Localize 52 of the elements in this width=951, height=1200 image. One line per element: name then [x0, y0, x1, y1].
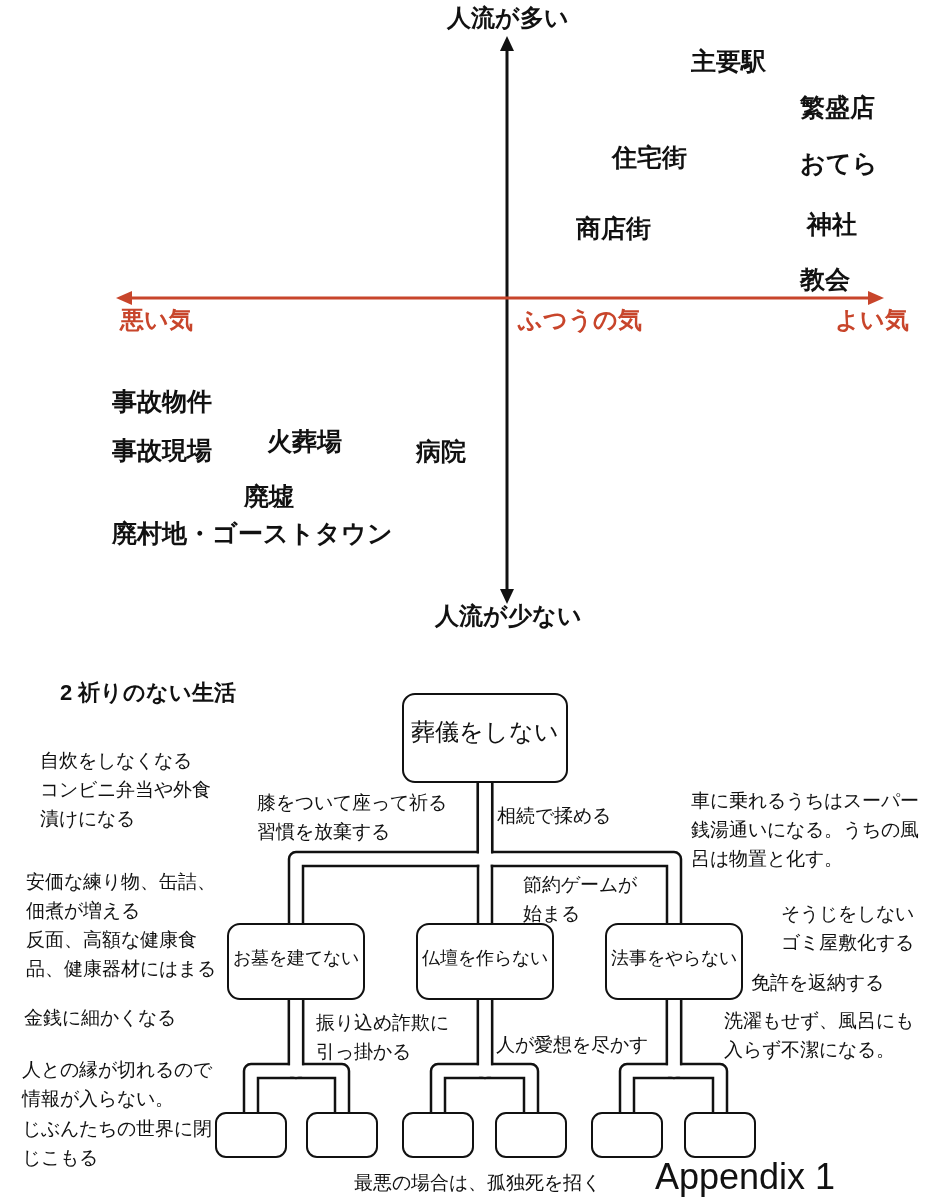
- empty-box: [306, 1112, 378, 1158]
- place-label: 神社: [807, 210, 857, 240]
- pipe-connector: [287, 1000, 351, 1112]
- axis-label: よい気: [835, 305, 909, 335]
- annotation-text: 振り込め詐欺に引っ掛かる: [316, 1011, 450, 1064]
- annotation-text: 自炊をしなくなる: [40, 749, 192, 773]
- annotation-text: 節約ゲームが始まる: [523, 873, 638, 926]
- empty-box: [402, 1112, 474, 1158]
- place-label: 事故物件: [112, 387, 212, 417]
- annotation-text: 洗濯もせず、風呂にも入らず不潔になる。: [724, 1009, 915, 1062]
- axis-label: 悪い気: [120, 305, 193, 335]
- annotation-text: 反面、高額な健康食品、健康器材にはまる: [26, 928, 217, 981]
- rounded-box: お墓を建てない: [227, 923, 365, 1000]
- rounded-box: 法事をやらない: [605, 923, 743, 1000]
- annotation-text: 車に乗れるうちはスーパー銭湯通いになる。うちの風呂は物置と化す。: [691, 789, 920, 871]
- annotation-text: 金銭に細かくなる: [24, 1006, 176, 1030]
- annotation-text: じぶんたちの世界に閉じこもる: [22, 1117, 213, 1170]
- annotation-text: 人との縁が切れるので情報が入らない。: [22, 1058, 213, 1111]
- annotation-text: 人が愛想を尽かす: [496, 1033, 648, 1057]
- empty-box: [684, 1112, 756, 1158]
- place-label: 主要駅: [691, 47, 766, 77]
- place-label: 火葬場: [267, 427, 342, 457]
- place-label: 廃村地・ゴーストタウン: [112, 519, 393, 549]
- section-heading: 2 祈りのない生活: [60, 679, 237, 707]
- empty-box: [495, 1112, 567, 1158]
- annotation-text: 相続で揉める: [497, 804, 611, 828]
- place-label: 教会: [800, 265, 850, 295]
- annotation-text: コンビニ弁当や外食漬けになる: [40, 778, 212, 831]
- annotation-text: そうじをしない: [781, 902, 914, 926]
- place-label: おてら: [800, 149, 878, 179]
- place-label: 事故現場: [112, 436, 212, 466]
- annotation-text: ゴミ屋敷化する: [781, 931, 914, 955]
- pipe-connector: [476, 783, 683, 923]
- axis-label: ふつうの気: [518, 305, 642, 335]
- rounded-box: 葬儀をしない: [402, 693, 568, 783]
- empty-box: [215, 1112, 287, 1158]
- rounded-box: 仏壇を作らない: [416, 923, 554, 1000]
- axis-label: 人流が少ない: [435, 601, 582, 631]
- place-label: 商店街: [576, 214, 651, 244]
- annotation-text: 最悪の場合は、孤独死を招く: [354, 1171, 601, 1195]
- annotation-text: 膝をついて座って祈る習慣を放棄する: [257, 791, 448, 844]
- annotation-text: 安価な練り物、缶詰、佃煮が増える: [26, 870, 217, 923]
- axis-label: 人流が多い: [447, 3, 569, 33]
- appendix-label: Appendix 1: [655, 1157, 836, 1197]
- place-label: 住宅街: [612, 143, 687, 173]
- place-label: 病院: [416, 437, 466, 467]
- pipe-connector: [665, 1000, 729, 1112]
- place-label: 廃墟: [244, 482, 294, 512]
- place-label: 繁盛店: [800, 93, 875, 123]
- pipe-connector: [476, 1000, 540, 1112]
- empty-box: [591, 1112, 663, 1158]
- annotation-text: 免許を返納する: [751, 971, 884, 995]
